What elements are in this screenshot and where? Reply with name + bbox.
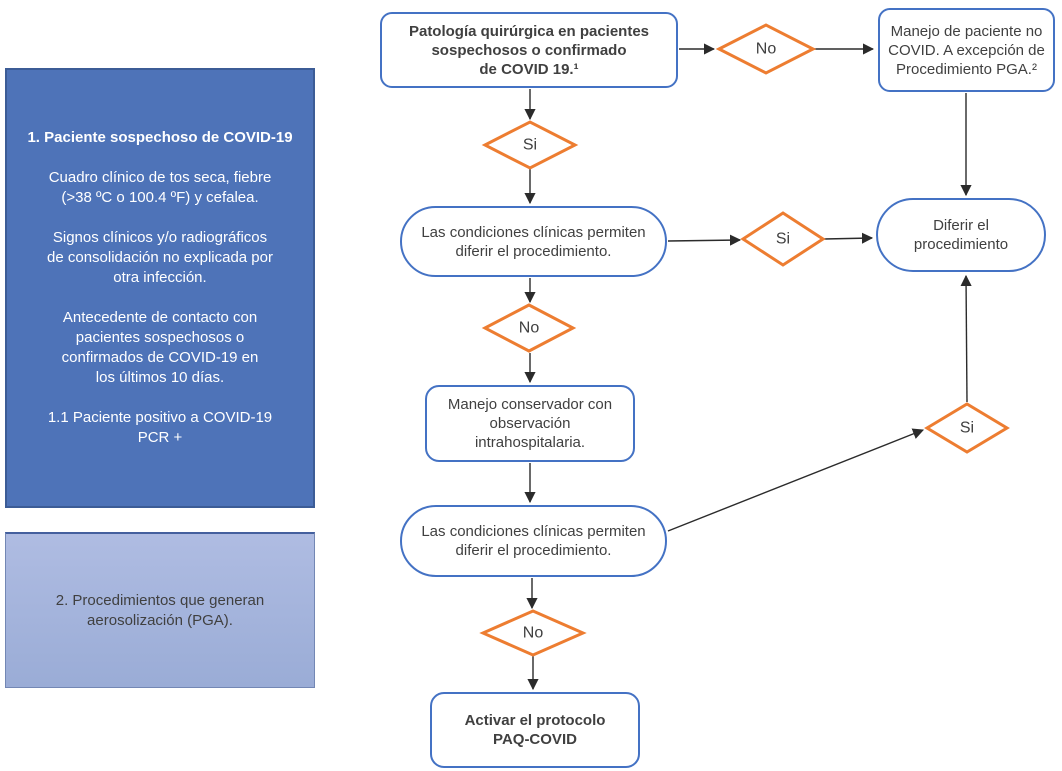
note-1-paragraph: Antecedente de contacto con pacientes so… xyxy=(17,308,303,388)
diamond-shape xyxy=(481,303,577,353)
paragraph-line: de consolidación no explicada por xyxy=(47,249,273,266)
node-patologia-quirurgica: Patología quirúrgica en pacientes sospec… xyxy=(380,12,678,88)
decision-label: No xyxy=(756,41,777,58)
decision-label: Si xyxy=(960,420,974,437)
diamond-shape xyxy=(740,211,826,267)
panel-note-2: 2. Procedimientos que generan aerosoliza… xyxy=(5,532,315,688)
decision-si-1: Si xyxy=(481,120,579,170)
node-text-line: diferir el procedimiento. xyxy=(455,242,612,260)
node-text-line: diferir el procedimiento. xyxy=(455,542,612,559)
node-text-line: observación xyxy=(489,415,571,432)
node-diferir-procedimiento: Diferir el procedimiento xyxy=(876,198,1046,272)
node-text-line: COVID. A excepción de xyxy=(888,41,1045,59)
note-1-paragraph: Signos clínicos y/o radiográficos de con… xyxy=(17,228,303,288)
node-text-line: Las condiciones clínicas permiten xyxy=(421,523,646,540)
node-activar-protocolo: Activar el protocolo PAQ-COVID xyxy=(430,692,640,768)
paragraph-line: los últimos 10 días. xyxy=(95,369,225,386)
connector-arrow xyxy=(960,274,972,403)
node-text-line: Manejo de paciente no xyxy=(890,22,1043,40)
decision-label: Si xyxy=(776,231,790,248)
decision-label: Si xyxy=(523,137,537,154)
decision-no-3: No xyxy=(479,609,587,657)
note-1-paragraph: Cuadro clínico de tos seca, fiebre (>38 … xyxy=(17,168,303,208)
node-text-line: Las condiciones clínicas permiten xyxy=(421,223,646,241)
connector-arrow xyxy=(667,234,742,246)
node-text-line: Diferir el xyxy=(933,217,989,234)
paragraph-line: Antecedente de contacto con xyxy=(62,309,258,326)
paragraph-line: pacientes sospechosos o xyxy=(75,329,245,346)
note-1-heading: 1. Paciente sospechoso de COVID-19 xyxy=(27,129,293,146)
decision-si-2: Si xyxy=(740,211,826,267)
note-1-paragraph: 1.1 Paciente positivo a COVID-19 PCR + xyxy=(17,408,303,448)
decision-no-1: No xyxy=(715,23,817,75)
node-text-line: intrahospitalaria. xyxy=(474,434,586,451)
node-manejo-no-covid: Manejo de paciente no COVID. A excepción… xyxy=(878,8,1055,92)
connector-arrow xyxy=(667,428,925,532)
node-text-line: Manejo conservador con xyxy=(447,396,613,413)
node-text-line: Procedimiento PGA.² xyxy=(896,60,1037,78)
node-text-line: de COVID 19.¹ xyxy=(479,60,579,78)
paragraph-line: Signos clínicos y/o radiográficos xyxy=(52,229,268,246)
decision-no-2: No xyxy=(481,303,577,353)
node-text-line: procedimiento xyxy=(913,236,1009,253)
node-text-line: Activar el protocolo xyxy=(464,712,606,729)
decision-si-3: Si xyxy=(924,402,1010,454)
diamond-shape xyxy=(479,609,587,657)
paragraph-line: Cuadro clínico de tos seca, fiebre xyxy=(48,169,272,186)
paragraph-line: PCR + xyxy=(137,429,183,446)
decision-label: No xyxy=(519,320,540,337)
paragraph-line: aerosolización (PGA). xyxy=(87,611,233,629)
diamond-shape xyxy=(715,23,817,75)
diamond-shape xyxy=(924,402,1010,454)
panel-note-1: 1. Paciente sospechoso de COVID-19 Cuadr… xyxy=(5,68,315,508)
node-text-line: sospechosos o confirmado xyxy=(431,41,627,59)
node-text-line: PAQ-COVID xyxy=(493,731,577,748)
paragraph-line: 1.1 Paciente positivo a COVID-19 xyxy=(47,409,273,426)
decision-label: No xyxy=(523,625,544,642)
node-text-line: Patología quirúrgica en pacientes xyxy=(408,22,650,40)
connector-arrow xyxy=(823,232,874,244)
node-condiciones-clinicas-2: Las condiciones clínicas permiten diferi… xyxy=(400,505,667,577)
paragraph-line: 2. Procedimientos que generan xyxy=(55,591,265,609)
node-condiciones-clinicas-1: Las condiciones clínicas permiten diferi… xyxy=(400,206,667,277)
paragraph-line: (>38 ºC o 100.4 ºF) y cefalea. xyxy=(61,189,259,206)
paragraph-line: confirmados de COVID-19 en xyxy=(61,349,259,366)
diamond-shape xyxy=(481,120,579,170)
node-manejo-conservador: Manejo conservador con observación intra… xyxy=(425,385,635,462)
paragraph-line: otra infección. xyxy=(113,269,207,286)
